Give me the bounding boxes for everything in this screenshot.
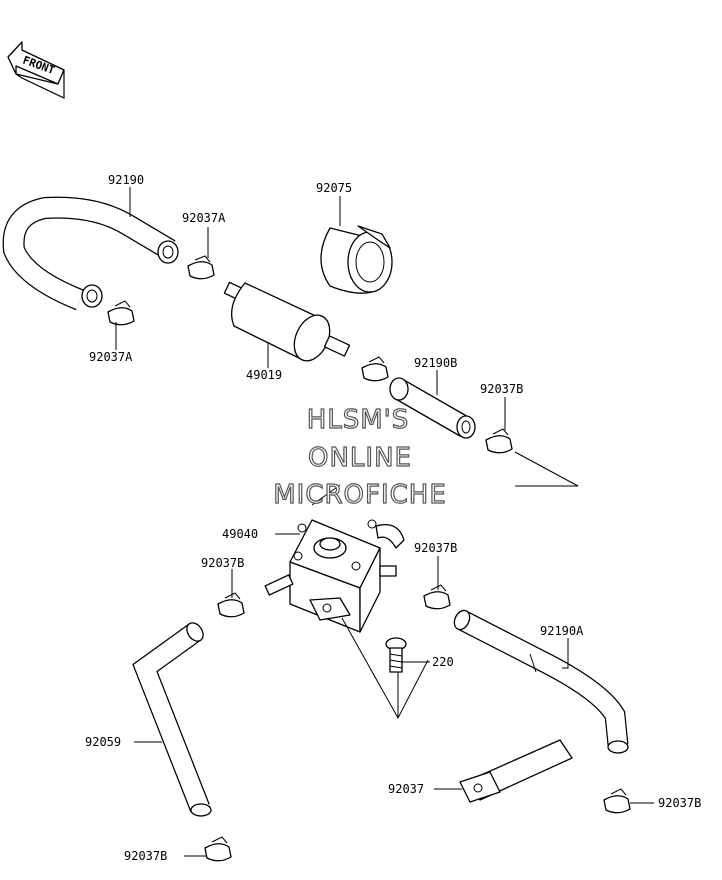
pump-49040[interactable] xyxy=(264,519,405,633)
leader-lines xyxy=(115,187,654,857)
label-49019: 49019 xyxy=(246,368,282,382)
clamp-92037A-top[interactable] xyxy=(187,255,215,280)
part-labels: 92190 92037A 92037A 92075 49019 92190B 9… xyxy=(85,173,701,863)
routing-line-right xyxy=(514,451,579,487)
screw-220[interactable] xyxy=(385,637,407,673)
label-92190: 92190 xyxy=(108,173,144,187)
hose-92190B[interactable] xyxy=(389,377,476,439)
label-92037B-right: 92037B xyxy=(480,382,523,396)
label-92037A-left: 92037A xyxy=(89,350,133,364)
clamp-92037B-mid[interactable] xyxy=(423,584,451,610)
clamp-92037-filter-outlet[interactable] xyxy=(361,356,389,382)
label-92037B-mid: 92037B xyxy=(414,541,457,555)
hose-92059[interactable] xyxy=(132,620,212,817)
label-92190B: 92190B xyxy=(414,356,457,370)
label-92037B-bottom-left: 92037B xyxy=(124,849,167,863)
watermark-line-3: MICROFICHE xyxy=(273,480,447,510)
filter-49019[interactable] xyxy=(223,281,351,366)
label-220: 220 xyxy=(432,655,454,669)
clamp-92037B-bottom-left[interactable] xyxy=(204,836,232,862)
clamp-92037A-left[interactable] xyxy=(107,300,135,326)
band-92037[interactable] xyxy=(459,739,573,803)
label-92059: 92059 xyxy=(85,735,121,749)
label-92037A-top: 92037A xyxy=(182,211,226,225)
label-92037B-bottom-right: 92037B xyxy=(658,796,701,810)
watermark-line-2: ONLINE xyxy=(308,443,412,473)
routing-line-pump xyxy=(311,484,341,506)
holder-92075[interactable] xyxy=(320,225,393,294)
front-arrow-icon: FRONT xyxy=(7,41,65,99)
watermark-line-1: HLSM'S xyxy=(307,405,410,435)
routing-line-pump-mount xyxy=(341,617,429,720)
label-92075: 92075 xyxy=(316,181,352,195)
clamp-92037B-left[interactable] xyxy=(217,592,245,618)
label-92037: 92037 xyxy=(388,782,424,796)
label-92037B-left: 92037B xyxy=(201,556,244,570)
hose-92190A[interactable] xyxy=(451,608,629,754)
clamp-92037B-bottom-right[interactable] xyxy=(603,788,631,814)
hose-92190[interactable] xyxy=(2,196,179,311)
label-49040: 49040 xyxy=(222,527,258,541)
clamp-92037B-right[interactable] xyxy=(485,428,513,454)
label-92190A: 92190A xyxy=(540,624,584,638)
watermark: HLSM'S ONLINE MICROFICHE xyxy=(273,404,447,510)
